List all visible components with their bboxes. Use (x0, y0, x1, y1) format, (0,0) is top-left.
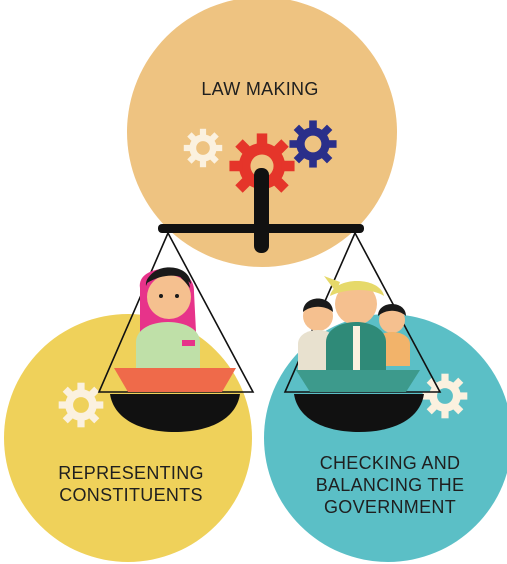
law-making-label: LAW MAKING (201, 79, 319, 99)
gear-icon (289, 120, 337, 168)
family-icon (298, 276, 410, 378)
gear-icon (422, 373, 468, 419)
left-scale-bowl (110, 394, 240, 432)
gear-icon (183, 128, 223, 168)
representing-constituents-label: REPRESENTING CONSTITUENTS (58, 463, 204, 505)
checking-balancing-label: CHECKING AND BALANCING THE GOVERNMENT (315, 453, 465, 517)
representing-constituents-circle (4, 314, 252, 562)
gear-icon (58, 382, 104, 428)
person-icon (136, 267, 200, 378)
right-scale-bowl (294, 394, 424, 432)
right-scale-pan (296, 370, 420, 392)
left-scale-pan (114, 368, 236, 392)
